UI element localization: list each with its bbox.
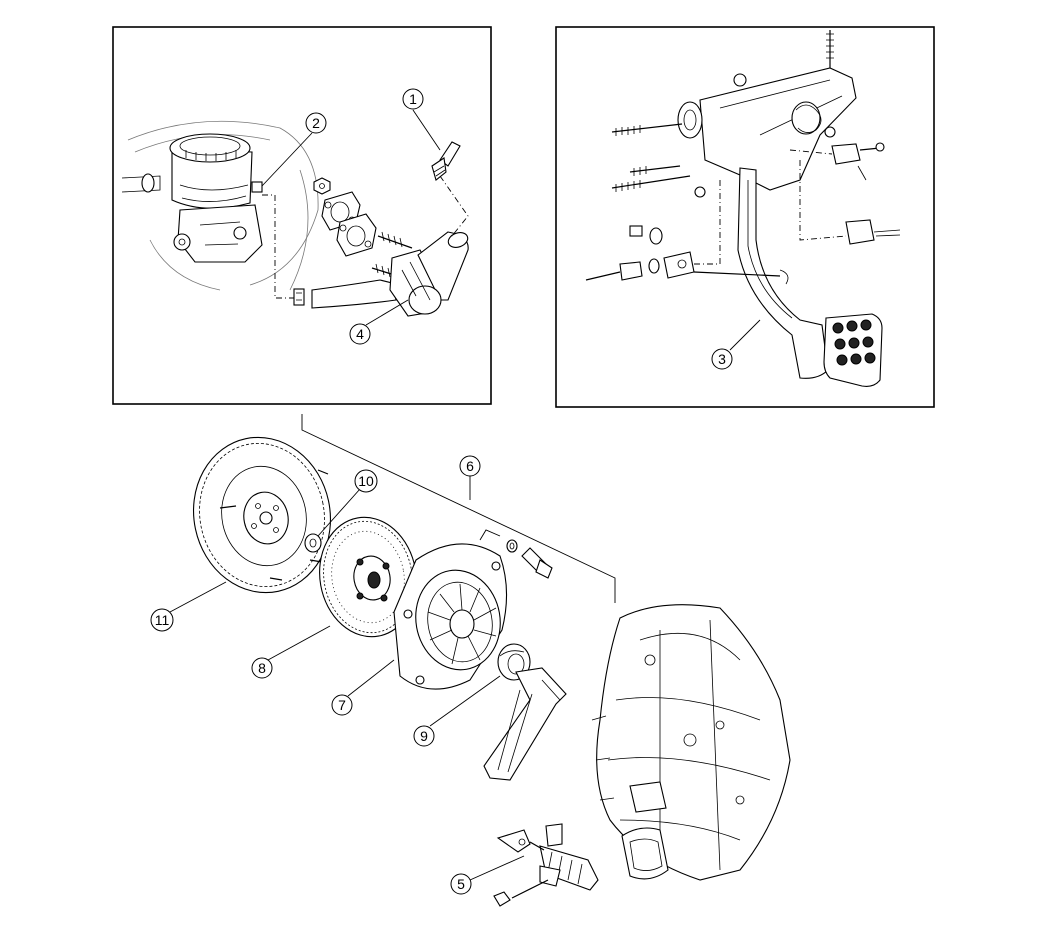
callout-7-label: 7 [338,697,346,713]
clutch-release-cylinder-5 [493,823,599,907]
callout-3: 3 [711,319,761,370]
clutch-hose [311,279,397,309]
reservoir-to-hose-dashed-line [262,194,296,299]
master-cylinder-gaskets [321,191,377,257]
hose-clip [293,288,305,306]
callout-6: 6 [459,455,481,500]
top-threaded-rod [826,30,834,70]
mounting-nut [313,177,331,195]
master-cylinder-panel-frame [112,26,492,405]
clutch-disc-8 [319,516,417,638]
callout-8-label: 8 [258,660,266,676]
callout-1: 1 [402,88,441,151]
pipe-fitting-to-master-dashed-line [439,175,469,237]
master-cylinder-panel [112,26,492,405]
transmission-case [591,604,791,881]
bracket-line-6 [301,414,616,603]
release-fork [483,667,567,781]
pedal-pad [823,313,883,387]
pilot-bearing-10 [304,533,322,553]
pedal-bracket [677,67,857,198]
callout-4: 4 [349,299,409,345]
pedal-switch-lower [799,160,901,245]
bracket-studs [611,123,691,192]
diaphragm-spring-fingers [427,583,497,665]
callout-8: 8 [251,625,331,679]
callout-3-label: 3 [718,351,726,367]
pedal-panel-frame [555,26,935,408]
callout-2-label: 2 [312,115,320,131]
clutch-cover-bolt [479,529,553,579]
callout-4-label: 4 [356,326,364,342]
pipe-fitting-2 [251,181,263,193]
clutch-assembly-area [192,414,791,907]
callout-7: 7 [331,659,395,716]
callout-9-label: 9 [420,728,428,744]
pedal-panel [555,26,935,408]
brake-booster-outline [127,120,319,291]
callout-10-label: 10 [358,473,374,489]
callout-11-label: 11 [155,612,170,628]
callout-5: 5 [450,855,525,895]
clutch-cover-7 [393,543,508,690]
callout-9: 9 [413,675,501,747]
clutch-master-cylinder-4 [389,231,469,317]
callout-1-label: 1 [409,91,417,107]
mounting-studs [371,231,413,279]
flywheel-11 [192,436,332,594]
clutch-fluid-reservoir [169,133,253,209]
clutch-pedal-arm-3 [737,167,829,379]
master-cylinder-pushrod [121,173,161,193]
clevis-rod-assembly [585,180,789,285]
pedal-switch-upper [789,142,885,181]
callout-5-label: 5 [457,876,465,892]
callout-2: 2 [261,112,327,187]
pipe-fitting-1 [431,141,461,181]
master-cylinder-body [173,204,263,263]
release-fork-boot [621,827,669,880]
callout-11: 11 [150,581,227,632]
callout-6-label: 6 [466,458,474,474]
callout-10: 10 [317,469,378,537]
